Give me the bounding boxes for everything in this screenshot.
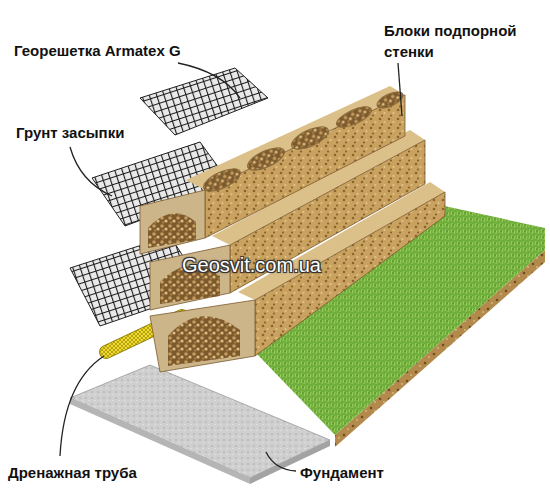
callout-label: Блоки подпорной стенки	[384, 20, 534, 62]
callout-label: Фундамент	[300, 462, 440, 483]
watermark: Geosvit.com.ua	[182, 253, 382, 277]
callout-label: Грунт засыпки	[16, 122, 166, 143]
callout-label: Георешетка Armatex G	[14, 40, 244, 61]
callout-label: Дренажная труба	[8, 462, 178, 483]
